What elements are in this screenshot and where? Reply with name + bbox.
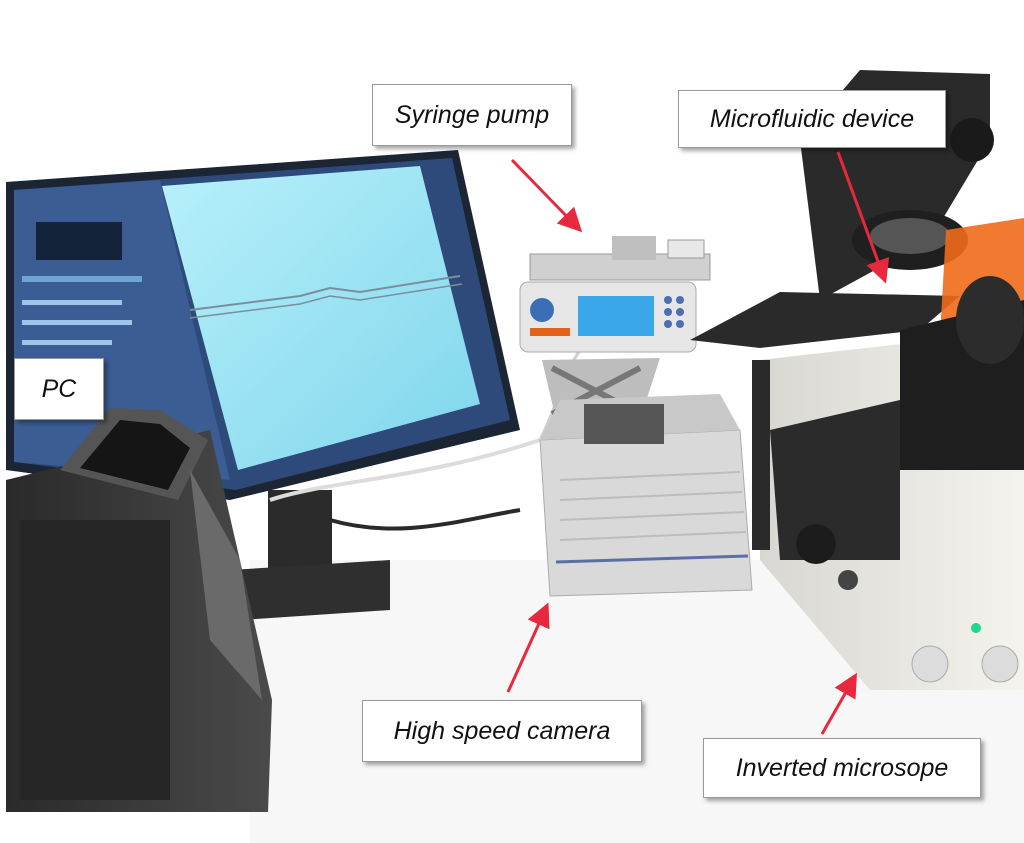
pc-tower (6, 408, 272, 812)
pc-label: PC (14, 358, 104, 420)
high-speed-camera (539, 394, 753, 597)
arrow-syringe-pump (510, 158, 583, 233)
microfluidic-device-label: Microfluidic device (678, 90, 946, 148)
syringe-pump-label: Syringe pump (372, 84, 572, 146)
arrow-high-speed-camera (506, 602, 550, 693)
arrow-microfluidic-device (836, 151, 890, 284)
syringe-pump (519, 236, 711, 420)
arrow-inverted-microscope (820, 672, 857, 735)
high-speed-camera-label: High speed camera (362, 700, 642, 762)
monitor (6, 150, 520, 620)
annotation-arrows (506, 151, 890, 735)
inverted-microscope-label: Inverted microsope (703, 738, 981, 798)
